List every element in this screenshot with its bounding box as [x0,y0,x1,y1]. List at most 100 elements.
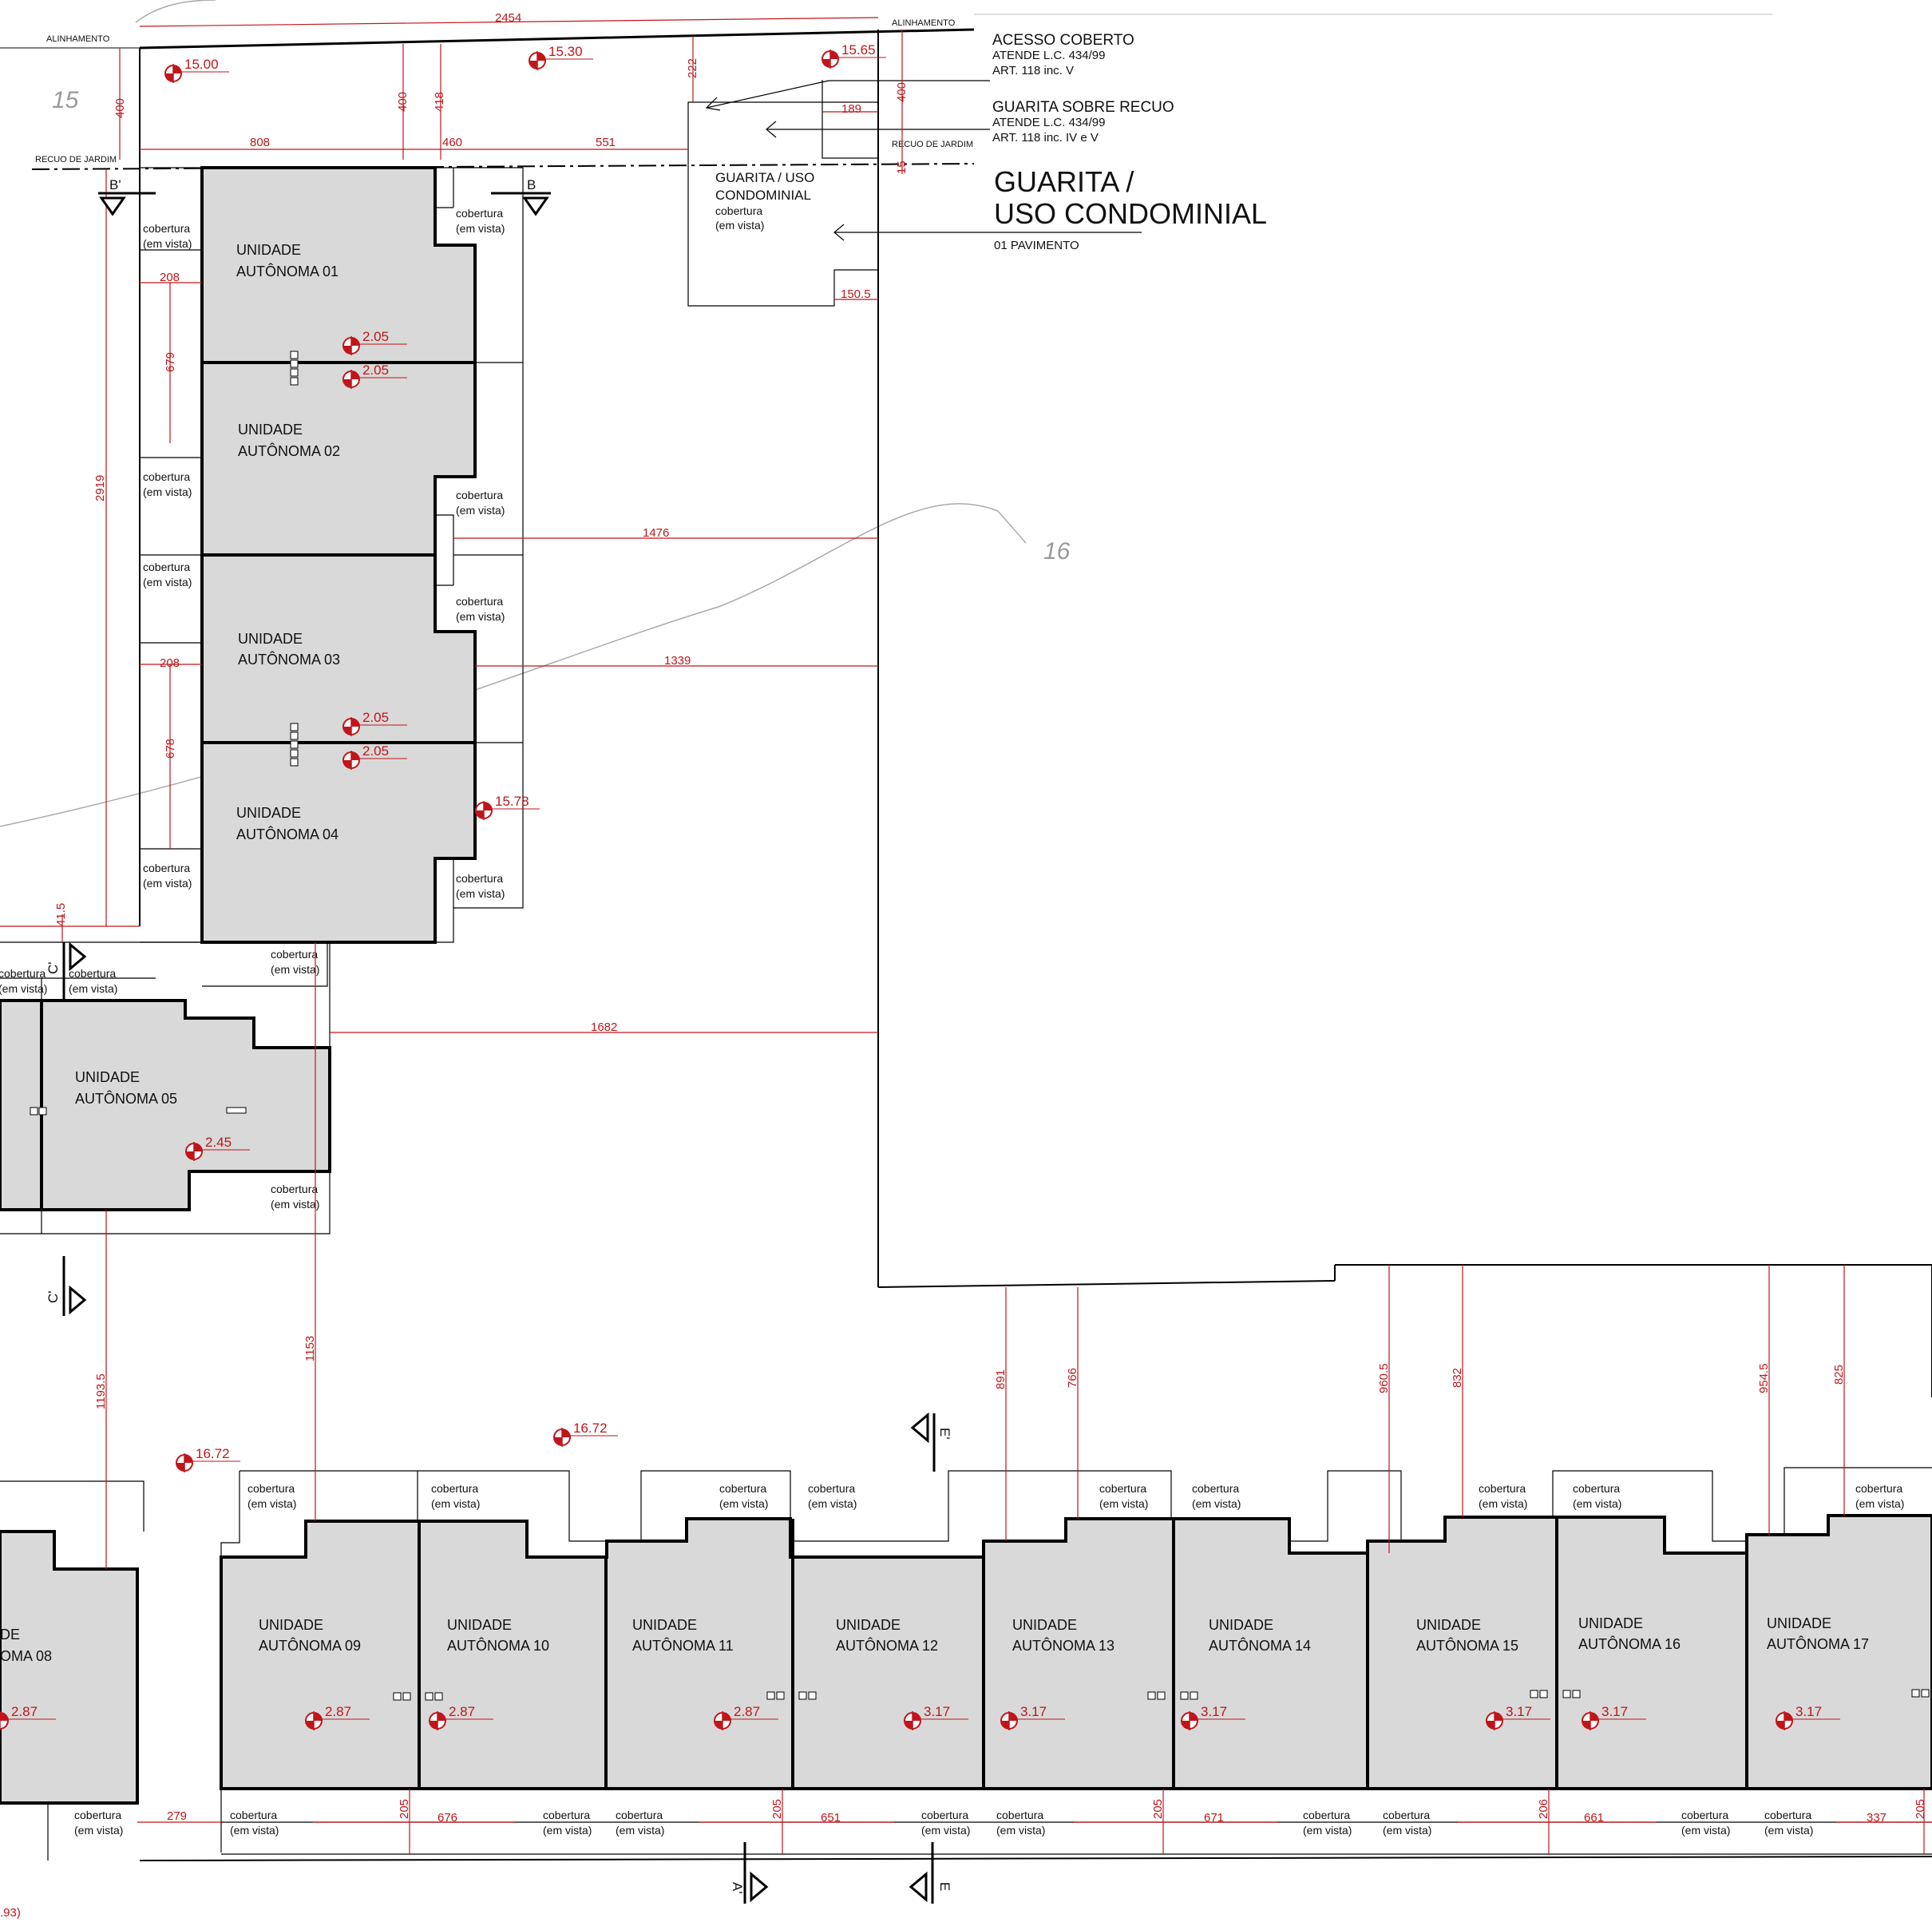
cob-7b: (em vista) [143,877,192,890]
cob-17b: (em vista) [1192,1497,1241,1510]
cob-15a: cobertura [808,1482,855,1495]
cob-19b: (em vista) [1573,1497,1621,1510]
level-value: 2.05 [362,329,389,344]
dim-2454: 2454 [495,11,521,25]
cob-10c: cobertura [0,967,46,980]
dim-205-d: 205 [1914,1799,1927,1819]
dim-15: 15 [895,160,909,174]
section-label-b-prime: B' [109,177,121,192]
level-value: 3.17 [1201,1704,1227,1719]
cob-16a: cobertura [1099,1482,1146,1495]
guarita-box-label-4: (em vista) [715,219,764,232]
section-labels: B' B C' C' E' A' E [46,177,952,1894]
dim-651: 651 [821,1811,841,1825]
unit-02-label-2: AUTÔNOMA 02 [238,442,340,459]
guarita-box-label-1: GUARITA / USO [715,170,814,185]
unit-05-label-1: UNIDADE [75,1069,140,1085]
dim-661: 661 [1584,1811,1604,1825]
unit-13-label-1: UNIDADE [1012,1617,1077,1633]
cob-27a: cobertura [1303,1809,1350,1821]
contour-lines [0,0,1027,827]
cob-2b: (em vista) [456,222,505,235]
level-value: 2.87 [449,1704,475,1719]
level-value: 2.87 [11,1704,38,1719]
cob-14a: cobertura [719,1482,766,1495]
cob-6a: cobertura [456,595,503,608]
window-symbols [30,351,1930,1701]
level-marker: 2.87 [714,1704,778,1730]
unit-12-label-1: UNIDADE [836,1617,901,1633]
dim-2919: 2919 [93,475,107,501]
cob-4a: cobertura [456,489,503,501]
section-label-e-prime: E' [937,1428,952,1440]
cob-14b: (em vista) [719,1497,768,1510]
unit-03-label-1: UNIDADE [238,631,303,647]
cob-26b: (em vista) [996,1824,1045,1837]
dim-1193-5: 1193.5 [94,1373,108,1409]
level-marker: 2.05 [342,363,407,389]
level-value: 2.05 [362,710,389,725]
dim-93-partial: .93) [0,1906,21,1920]
cob-20a: cobertura [1855,1482,1902,1495]
section-label-b: B [527,177,536,192]
cob-23a: cobertura [543,1809,590,1821]
dim-400-a: 400 [113,98,127,118]
note-acesso-title: ACESSO COBERTO [992,32,1134,49]
dim-671: 671 [1204,1811,1224,1825]
level-value: 2.45 [205,1135,232,1150]
level-value: 15.78 [495,794,529,809]
cob-18b: (em vista) [1479,1497,1527,1510]
units-upper [140,167,524,987]
unit-11-label-2: AUTÔNOMA 11 [632,1637,734,1654]
cob-29a: cobertura [1681,1809,1728,1821]
cob-17a: cobertura [1192,1482,1239,1495]
level-marker: 3.17 [1776,1704,1840,1730]
level-marker: 15.30 [529,44,593,70]
dim-766: 766 [1066,1368,1079,1388]
level-marker: 2.05 [342,710,407,736]
unit-04-label-2: AUTÔNOMA 04 [236,826,338,842]
section-label-e: E [937,1882,952,1891]
cob-4b: (em vista) [456,504,505,517]
level-value: 3.17 [1020,1704,1047,1719]
dim-679: 679 [164,352,177,372]
cob-5a: cobertura [143,561,190,573]
unit-dividers-lower [418,1517,1748,1789]
unit-15-label-2: AUTÔNOMA 15 [1416,1637,1518,1654]
cob-13a: cobertura [431,1482,478,1495]
level-value: 2.05 [362,743,389,759]
cob-25a: cobertura [921,1809,968,1821]
cob-1b: (em vista) [143,237,192,250]
dim-825: 825 [1832,1365,1846,1385]
unit-13-label-2: AUTÔNOMA 13 [1012,1637,1114,1654]
cob-10b: (em vista) [69,982,117,995]
level-value: 3.17 [1601,1704,1628,1719]
cob-1a: cobertura [143,222,190,235]
dim-208-b: 208 [160,656,180,670]
unit-labels: UNIDADE AUTÔNOMA 01 UNIDADE AUTÔNOMA 02 … [0,242,1869,1664]
dim-337: 337 [1867,1811,1886,1825]
cob-21a: cobertura [74,1809,121,1821]
dim-279: 279 [167,1809,187,1823]
unit-08-label-2: OMA 08 [0,1648,52,1664]
level-value: 15.65 [841,42,876,57]
unit-16-label-2: AUTÔNOMA 16 [1578,1635,1681,1652]
cob-16b: (em vista) [1099,1497,1148,1510]
level-marker: 3.17 [1486,1704,1550,1730]
level-marker: 2.87 [429,1704,493,1730]
cob-3b: (em vista) [143,485,192,498]
cob-9a: cobertura [271,948,318,961]
unit-14-label-2: AUTÔNOMA 14 [1209,1637,1311,1654]
level-value: 15.30 [548,44,583,59]
dim-832: 832 [1451,1368,1464,1388]
unit-05-label-2: AUTÔNOMA 05 [75,1090,177,1107]
unit-03-label-2: AUTÔNOMA 03 [238,651,340,668]
cob-28a: cobertura [1383,1809,1430,1821]
recuo-label: RECUO DE JARDIM [35,155,117,164]
guarita-box-label-3: cobertura [715,204,762,217]
note-guarita-l2: ART. 118 inc. IV e V [992,131,1099,145]
dim-954-5: 954.5 [1757,1363,1771,1393]
cob-29b: (em vista) [1681,1824,1730,1837]
